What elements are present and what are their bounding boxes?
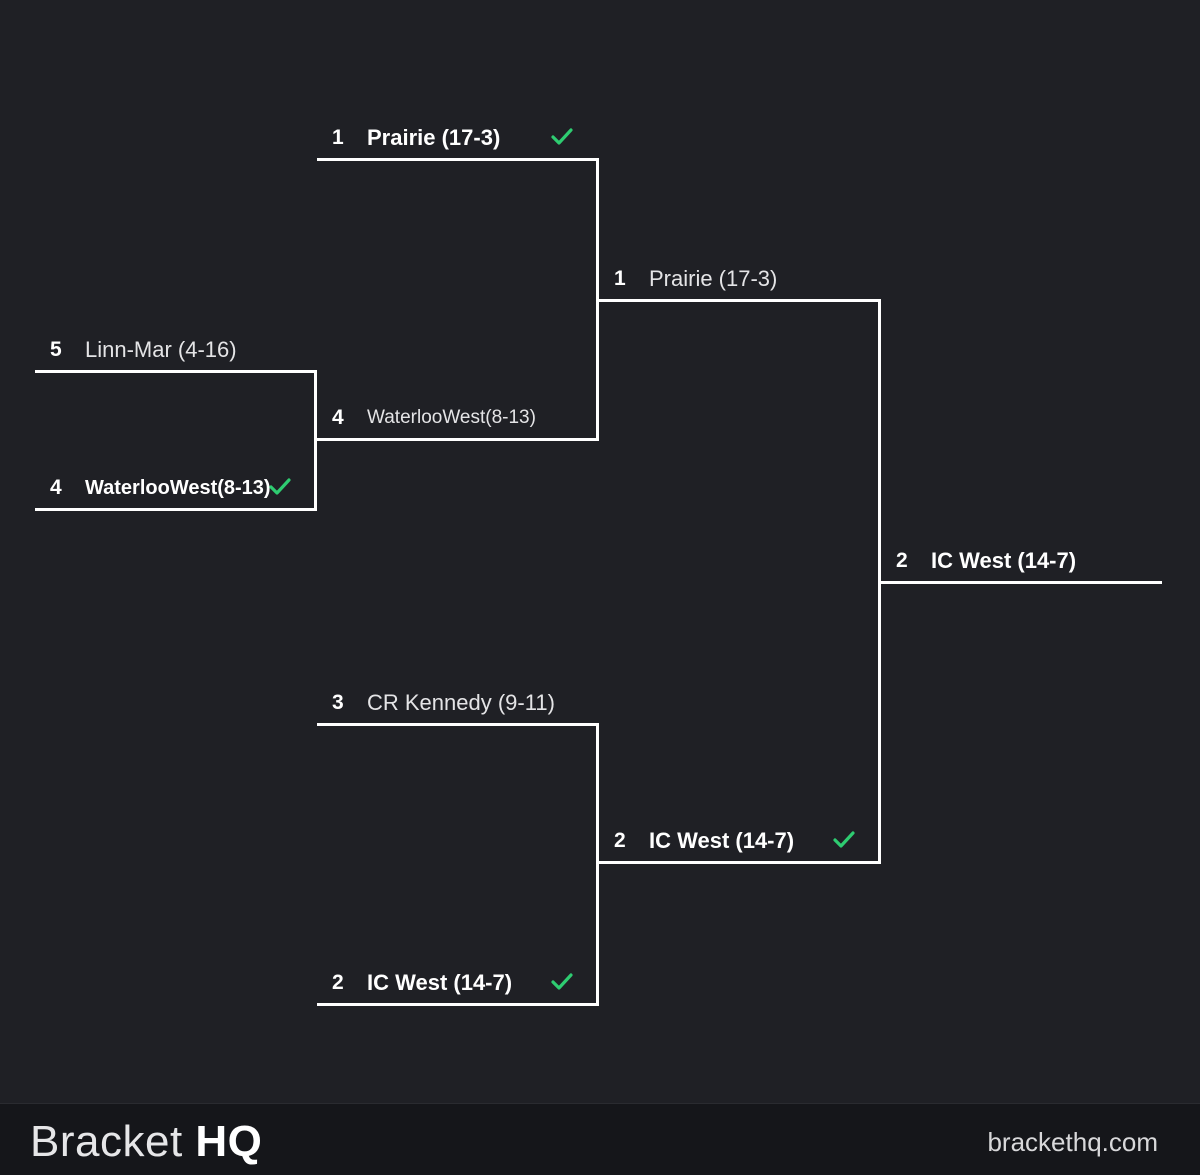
- round2-slot-3[interactable]: 3 CR Kennedy (9-11): [317, 682, 599, 726]
- team-name: IC West (14-7): [931, 548, 1077, 573]
- seed-number: 4: [50, 476, 62, 499]
- tournament-bracket: 5 Linn-Mar (4-16) 4 WaterlooWest(8-13) 1…: [35, 117, 1162, 1006]
- round2-slot-4[interactable]: 2 IC West (14-7): [317, 962, 599, 1006]
- team-name: Prairie (17-3): [367, 125, 501, 150]
- check-icon: [551, 973, 573, 990]
- team-name: WaterlooWest(8-13): [85, 477, 271, 499]
- connector-line: [878, 299, 881, 863]
- check-icon: [833, 831, 855, 848]
- connector-line: [314, 370, 317, 510]
- seed-number: 1: [614, 267, 626, 290]
- round2-slot-1[interactable]: 1 Prairie (17-3): [317, 117, 599, 161]
- team-name: WaterlooWest(8-13): [367, 407, 536, 428]
- seed-number: 5: [50, 338, 62, 361]
- champion-slot[interactable]: 2 IC West (14-7): [881, 540, 1162, 584]
- footer: Bracket HQ brackethq.com: [0, 1103, 1200, 1175]
- round2-slot-2[interactable]: 4 WaterlooWest(8-13): [317, 397, 599, 441]
- site-link[interactable]: brackethq.com: [987, 1127, 1158, 1157]
- round1-slot-1[interactable]: 5 Linn-Mar (4-16): [35, 329, 317, 373]
- round1-slot-2[interactable]: 4 WaterlooWest(8-13): [35, 467, 317, 511]
- seed-number: 3: [332, 691, 344, 714]
- seed-number: 2: [332, 971, 344, 994]
- seed-number: 4: [332, 406, 344, 429]
- seed-number: 2: [614, 829, 626, 852]
- logo-text: Bracket: [30, 1117, 183, 1166]
- brand-logo[interactable]: Bracket HQ: [30, 1114, 262, 1170]
- connector-line: [596, 158, 599, 440]
- round3-slot-1[interactable]: 1 Prairie (17-3): [599, 258, 881, 302]
- team-name: IC West (14-7): [649, 828, 795, 853]
- team-name: Prairie (17-3): [649, 266, 778, 291]
- team-name: Linn-Mar (4-16): [85, 337, 237, 362]
- seed-number: 1: [332, 126, 344, 149]
- check-icon: [269, 478, 291, 495]
- round3-slot-2[interactable]: 2 IC West (14-7): [599, 820, 881, 864]
- team-name: IC West (14-7): [367, 970, 513, 995]
- team-name: CR Kennedy (9-11): [367, 690, 555, 715]
- seed-number: 2: [896, 549, 908, 572]
- logo-text-bold: HQ: [195, 1117, 263, 1166]
- connector-line: [596, 723, 599, 1005]
- check-icon: [551, 128, 573, 145]
